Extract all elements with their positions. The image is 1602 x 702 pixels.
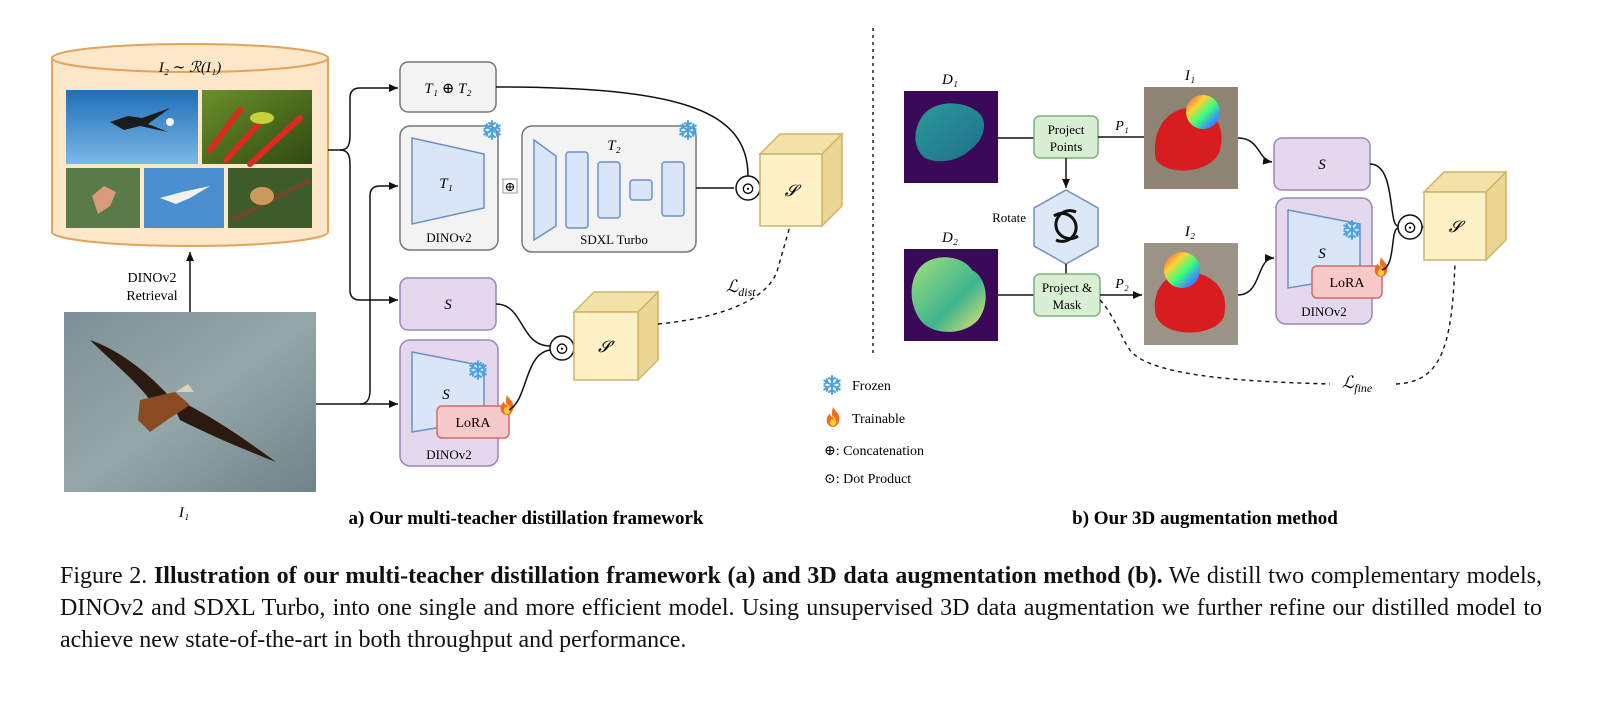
caption-prefix: Figure 2.: [60, 563, 154, 589]
caption-bold: Illustration of our multi-teacher distil…: [153, 563, 1163, 589]
image-2-label: I₂: [1184, 224, 1195, 240]
finetune-encoder-label: S: [1318, 246, 1326, 262]
rotate-label: Rotate: [992, 210, 1026, 225]
concat-symbol: ⊕: [505, 179, 516, 194]
legend-trainable: Trainable: [852, 412, 905, 427]
unet-down-block: [533, 138, 557, 242]
augmented-image-2: [1144, 243, 1238, 345]
database-label: I₂ ∼ ℛ(I₁): [158, 60, 221, 76]
student-similarity-cube: [572, 290, 660, 382]
p2-label: P₂: [1114, 277, 1129, 292]
retrieved-image-eagle: [66, 90, 198, 164]
project-points-label-2: Points: [1050, 139, 1083, 154]
p1-label: P₁: [1114, 119, 1128, 134]
fine-loss-symbol: ℒfine: [1342, 373, 1373, 395]
snowflake-icon: [823, 375, 841, 395]
finetune-similarity-cube: [1422, 170, 1508, 262]
lora-adapter-b: [1311, 265, 1383, 299]
retrieved-image-hummingbird-flower: [202, 90, 312, 167]
legend-frozen: Frozen: [852, 379, 891, 394]
depth-map-2: [904, 249, 998, 341]
figure-caption: Figure 2. Illustration of our multi-teac…: [60, 560, 1542, 656]
image-1-label: I₁: [1184, 68, 1195, 84]
distillation-loss-symbol: ℒdist: [726, 277, 756, 299]
legend-dot: ⊙: Dot Product: [824, 472, 911, 487]
project-mask-label-2: Mask: [1053, 297, 1082, 312]
legend: Frozen Trainable ⊕: Concatenation ⊙: Dot…: [823, 375, 924, 487]
retrieved-image-hummingbird: [66, 168, 140, 228]
unet-block-3: [629, 179, 653, 201]
dot-symbol: ⊙: [741, 179, 755, 198]
t1-label: T₁: [439, 176, 453, 192]
target-similarity-cube: [758, 132, 844, 228]
rotate-icon: [1053, 209, 1079, 243]
retrieved-image-gull: [144, 168, 224, 228]
lora-label-b: LoRA: [1330, 276, 1366, 291]
t2-label: T₂: [607, 138, 621, 154]
student-encoder-label: S: [442, 387, 450, 403]
fine-loss-path-left: [1099, 299, 1331, 385]
dinov2-encoder-shape: [411, 137, 485, 225]
unet-block-2: [597, 161, 621, 219]
project-points-label-1: Project: [1048, 122, 1085, 137]
student-cube-label: 𝓢′: [598, 339, 615, 356]
depth-2-label: D₂: [941, 230, 958, 246]
figure-diagram: I₂ ∼ ℛ(I₁) DINOv2 Retrieval: [51, 28, 1508, 529]
retrieval-label-line2: Retrieval: [126, 289, 177, 304]
rotation-hexagon: [1033, 189, 1099, 265]
project-mask-label-1: Project &: [1042, 280, 1092, 295]
student-features-label: S: [444, 297, 452, 313]
concat-features-label: T₁ ⊕ T₂: [424, 81, 471, 97]
image-database: I₂ ∼ ℛ(I₁): [51, 43, 329, 247]
frozen-student-label: S: [1318, 157, 1326, 173]
legend-concat: ⊕: Concatenation: [824, 444, 924, 459]
dot-symbol-student: ⊙: [555, 339, 569, 358]
lora-adapter: [436, 405, 510, 439]
retrieval-label-line1: DINOv2: [128, 271, 177, 286]
augmented-image-1: [1144, 87, 1238, 189]
dinov2-student-label: DINOv2: [426, 447, 472, 462]
caption-rest: We distill two complementary models, DIN…: [60, 563, 1542, 653]
panel-b-title: b) Our 3D augmentation method: [1072, 508, 1338, 529]
query-image-label: I₁: [178, 505, 189, 521]
retrieved-image-songbird: [228, 168, 312, 228]
fine-loss-path-right: [1395, 261, 1456, 385]
flame-icon: [500, 395, 514, 415]
panel-a-title: a) Our multi-teacher distillation framew…: [349, 508, 704, 529]
depth-1-label: D₁: [941, 72, 958, 88]
depth-map-1: [904, 91, 998, 183]
dot-symbol-b: ⊙: [1403, 218, 1417, 237]
query-image: [64, 312, 316, 492]
unet-block-4: [661, 161, 685, 217]
dinov2-teacher-label: DINOv2: [426, 230, 472, 245]
dinov2-finetune-label: DINOv2: [1301, 304, 1347, 319]
unet-block-1: [565, 151, 589, 229]
flame-icon: [826, 407, 840, 427]
lora-label: LoRA: [456, 416, 492, 431]
sdxl-teacher-label: SDXL Turbo: [580, 232, 648, 247]
